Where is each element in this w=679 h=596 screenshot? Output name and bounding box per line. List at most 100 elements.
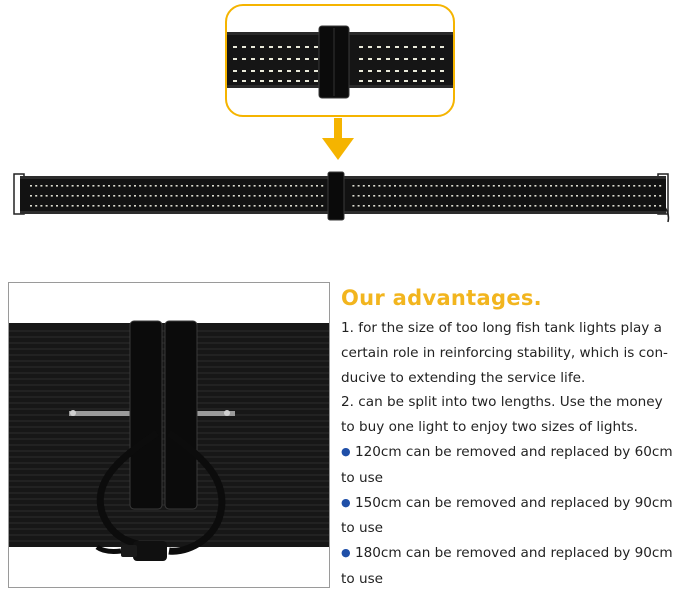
led-dot — [40, 195, 43, 197]
led-dot — [386, 46, 390, 48]
led-dot — [206, 205, 209, 207]
bullet-text: 180cm can be removed and replaced by 90c… — [341, 545, 673, 587]
led-dot — [617, 205, 620, 207]
led-dot — [212, 185, 214, 187]
led-dot — [388, 205, 391, 207]
led-dot — [61, 195, 64, 197]
led-dot — [300, 205, 303, 207]
led-dot — [82, 205, 84, 207]
led-dot — [414, 185, 417, 187]
led-dot — [238, 205, 240, 207]
led-dot — [196, 195, 199, 197]
led-dot — [607, 195, 610, 197]
led-dot — [186, 185, 188, 187]
led-dot — [440, 58, 444, 60]
led-dot — [66, 185, 69, 187]
led-dot — [513, 195, 516, 197]
led-dot — [607, 205, 610, 207]
led-dot — [87, 195, 90, 197]
led-dot — [139, 185, 142, 187]
led-dot — [395, 70, 399, 72]
led-dot — [404, 70, 408, 72]
led-dot — [128, 185, 131, 187]
led-dot — [440, 46, 444, 48]
led-dot — [287, 80, 291, 82]
led-dot — [305, 195, 308, 197]
led-dot — [305, 58, 309, 60]
led-dot — [550, 195, 552, 197]
led-dot — [383, 185, 386, 187]
led-dot — [144, 205, 147, 207]
led-dot — [66, 205, 69, 207]
led-dot — [638, 205, 641, 207]
led-dot — [508, 195, 511, 197]
led-dot — [622, 205, 625, 207]
led-dot — [570, 205, 573, 207]
led-dot — [40, 205, 43, 207]
led-dot — [544, 205, 547, 207]
led-dot — [227, 205, 230, 207]
led-dot — [565, 185, 568, 187]
led-dot — [586, 205, 589, 207]
led-dot — [160, 195, 162, 197]
led-dot — [305, 185, 308, 187]
led-dot — [648, 195, 651, 197]
led-dot — [238, 185, 240, 187]
bullet-item-120cm: ● 120cm can be removed and replaced by 6… — [341, 440, 677, 491]
led-dot — [160, 185, 162, 187]
led-dot — [278, 58, 282, 60]
led-dot — [76, 185, 79, 187]
led-dot — [648, 185, 651, 187]
led-dot — [287, 58, 291, 60]
led-dot — [362, 185, 365, 187]
led-dot — [633, 195, 636, 197]
led-dot — [165, 205, 168, 207]
led-dot — [373, 195, 376, 197]
led-dot — [113, 205, 116, 207]
led-dot — [357, 185, 360, 187]
led-dot — [420, 185, 422, 187]
led-dot — [498, 195, 500, 197]
led-dot — [377, 70, 381, 72]
led-dot — [269, 205, 272, 207]
led-dot — [451, 205, 454, 207]
led-dot — [300, 185, 303, 187]
led-dot — [242, 46, 246, 48]
led-dot — [446, 205, 448, 207]
led-dot — [50, 185, 53, 187]
advantage-point-1: 1. for the size of too long fish tank li… — [341, 320, 668, 386]
led-dot — [482, 185, 485, 187]
led-dot — [352, 185, 355, 187]
led-dot — [422, 58, 426, 60]
led-dot — [222, 185, 225, 187]
led-dot — [498, 185, 500, 187]
led-dot — [487, 185, 490, 187]
led-dot — [243, 185, 246, 187]
led-dot — [56, 195, 58, 197]
led-dot — [404, 58, 408, 60]
led-dot — [414, 205, 417, 207]
led-dot — [383, 195, 386, 197]
led-dot — [466, 185, 469, 187]
led-dot — [420, 195, 422, 197]
led-dot — [602, 205, 604, 207]
led-dot — [399, 205, 402, 207]
led-dot — [35, 195, 38, 197]
led-dot — [648, 205, 651, 207]
connector-detail-callout — [225, 4, 455, 117]
led-dot — [287, 46, 291, 48]
led-dot — [591, 195, 594, 197]
led-dot — [591, 205, 594, 207]
led-dot — [242, 70, 246, 72]
led-dot — [233, 70, 237, 72]
led-dot — [314, 70, 318, 72]
led-dot — [638, 195, 641, 197]
led-dot — [628, 195, 630, 197]
led-dot — [251, 58, 255, 60]
led-dot — [633, 205, 636, 207]
led-dot — [227, 185, 230, 187]
led-dot — [113, 185, 116, 187]
led-dot — [654, 205, 656, 207]
led-dot — [45, 185, 48, 187]
led-dot — [295, 195, 298, 197]
